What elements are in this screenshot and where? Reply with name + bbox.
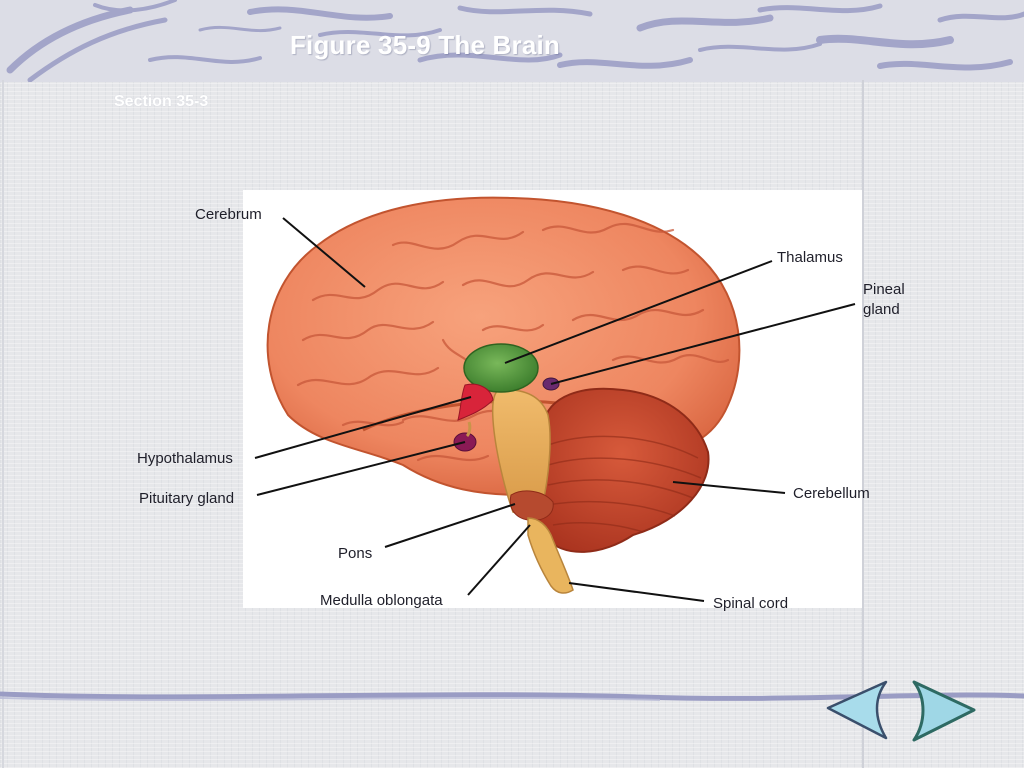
swash-decoration [6,0,1024,82]
leader-hypothalamus [254,396,472,459]
label-pituitary-gland: Pituitary gland [139,490,235,507]
medulla-shape [527,517,574,594]
right-margin-strip [862,80,864,768]
label-pineal-line1: Pineal [863,281,905,298]
leader-medulla [467,524,531,596]
hypothalamus-shape [457,383,494,421]
next-slide-button[interactable] [906,680,976,742]
leader-cerebrum [282,217,366,288]
section-label: Section 35-3 [114,93,209,110]
leader-pituitary [256,441,466,496]
label-cerebrum: Cerebrum [195,206,262,223]
label-spinal-cord: Spinal cord [713,595,789,612]
label-thalamus: Thalamus [777,249,843,266]
leader-spinal-cord [568,582,705,602]
leader-pineal [550,303,856,385]
label-hypothalamus: Hypothalamus [137,450,233,467]
leader-lines [254,217,856,602]
header-banner [0,0,1024,82]
left-edge-strip [2,80,4,768]
label-pineal-line2: gland [863,301,900,318]
leader-pons [384,503,516,548]
chevron-left-icon [826,680,888,740]
label-pons: Pons [338,545,373,562]
slide-title: Figure 35-9 The Brain [289,30,561,60]
label-cerebellum: Cerebellum [793,485,870,502]
bottom-divider [0,691,1024,701]
chevron-right-icon [912,680,976,742]
cerebellum-folia [547,435,702,533]
previous-slide-button[interactable] [826,680,896,742]
pons-shape [509,490,554,521]
leader-cerebellum [672,481,786,494]
leader-thalamus [504,260,773,364]
brain-illustration [254,196,856,602]
label-medulla-oblongata: Medulla oblongata [320,592,443,609]
figure-panel [243,190,862,608]
thalamus-shape [463,343,539,393]
